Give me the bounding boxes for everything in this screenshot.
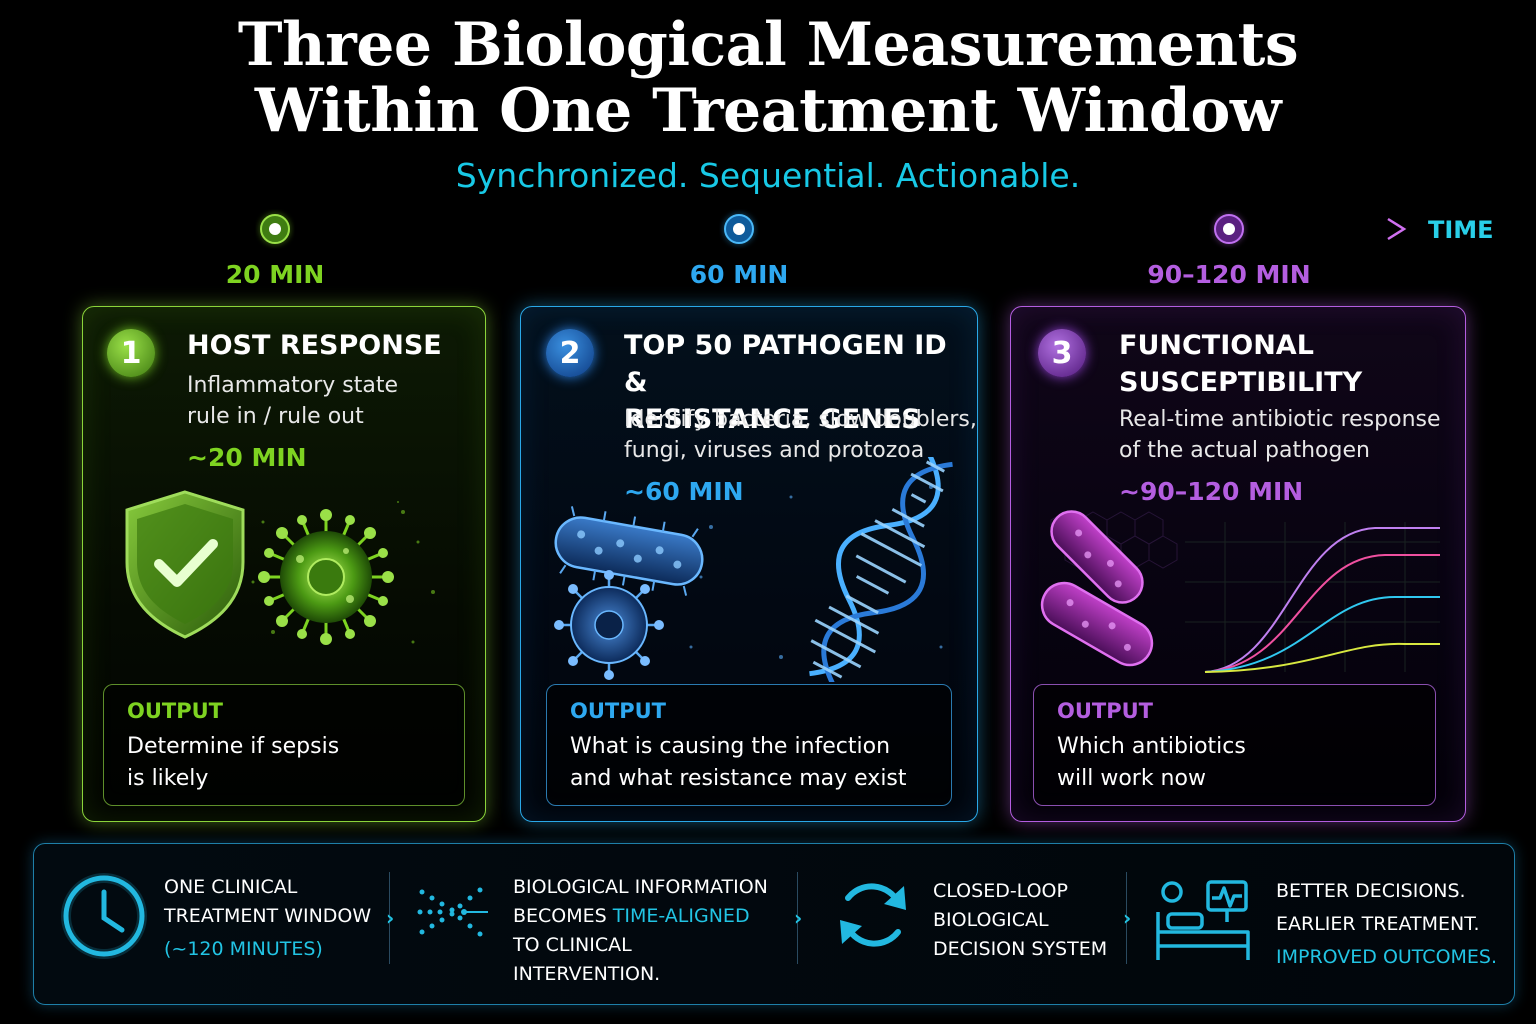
card-description-line: Inflammatory state: [187, 373, 398, 398]
summary-line: CLOSED-LOOP: [933, 880, 1068, 902]
card-title-line: RESISTANCE GENES: [624, 404, 921, 435]
page-title: Three Biological Measurements Within One…: [0, 12, 1536, 144]
output-text: Determine if sepsis is likely: [127, 731, 339, 795]
title-line-1: Three Biological Measurements: [237, 10, 1299, 80]
output-text: What is causing the infection and what r…: [570, 731, 907, 795]
time-axis-label: TIME: [1428, 216, 1494, 244]
summary-line: TO CLINICAL: [513, 934, 632, 956]
chevron-right-icon: ›: [794, 906, 803, 930]
summary-bar: ONE CLINICAL TREATMENT WINDOW (~120 MINU…: [33, 843, 1515, 1005]
card-description: Inflammatory state rule in / rule out: [187, 370, 398, 432]
output-text-line: Which antibiotics: [1057, 734, 1246, 759]
timeline-node-2: [723, 213, 755, 245]
card-title: FUNCTIONAL SUSCEPTIBILITY: [1119, 327, 1362, 401]
output-label: OUTPUT: [1057, 699, 1153, 723]
summary-outcomes: BETTER DECISIONS. EARLIER TREATMENT. IMP…: [1276, 877, 1497, 972]
output-label: OUTPUT: [127, 699, 223, 723]
divider: [797, 872, 798, 964]
host-response-illustration: [125, 490, 435, 645]
summary-line: EARLIER TREATMENT.: [1276, 913, 1480, 935]
summary-line: BIOLOGICAL INFORMATION: [513, 876, 768, 898]
card-description-line: of the actual pathogen: [1119, 438, 1370, 463]
virus-icon: [258, 509, 394, 645]
particles-decoration: [251, 501, 435, 644]
timeline-arrowhead: [1387, 217, 1407, 241]
card-time: ~20 MIN: [187, 443, 307, 472]
card-host-response: 1 HOST RESPONSE Inflammatory state rule …: [82, 306, 486, 822]
bacteria-icon: [1040, 581, 1154, 667]
clock-icon: [61, 873, 147, 959]
divider: [389, 872, 390, 964]
summary-text: BECOMES: [513, 905, 613, 927]
output-text: Which antibiotics will work now: [1057, 731, 1246, 795]
timeline-label-2: 60 MIN: [689, 260, 789, 289]
bacteria-icon: [554, 506, 704, 596]
summary-line: INTERVENTION.: [513, 963, 661, 985]
patient-monitor-icon: [1156, 880, 1250, 960]
timeline-axis: [68, 213, 1407, 245]
bacteria-icon: [1050, 510, 1144, 604]
output-text-line: is likely: [127, 766, 209, 791]
summary-highlight: IMPROVED OUTCOMES.: [1276, 946, 1498, 968]
summary-line: BECOMES TIME-ALIGNED: [513, 902, 768, 931]
card-description-line: rule in / rule out: [187, 404, 364, 429]
output-text-line: will work now: [1057, 766, 1206, 791]
summary-time-aligned: BIOLOGICAL INFORMATION BECOMES TIME-ALIG…: [513, 873, 768, 989]
dna-icon: [809, 457, 953, 682]
pathogen-illustration: [554, 457, 953, 682]
card-time: ~60 MIN: [624, 477, 744, 506]
summary-line: BIOLOGICAL: [933, 909, 1049, 931]
output-text-line: Determine if sepsis: [127, 734, 340, 759]
summary-treatment-window: ONE CLINICAL TREATMENT WINDOW (~120 MINU…: [164, 873, 371, 964]
output-text-line: What is causing the infection: [570, 734, 891, 759]
card-title: TOP 50 PATHOGEN ID & RESISTANCE GENES: [624, 327, 977, 438]
virus-icon: [554, 570, 664, 680]
card-functional-susceptibility: 3 FUNCTIONAL SUSCEPTIBILITY Real-time an…: [1010, 306, 1466, 822]
subtitle: Synchronized. Sequential. Actionable.: [455, 156, 1081, 195]
output-box: OUTPUT What is causing the infection and…: [546, 684, 952, 806]
card-time: ~90–120 MIN: [1119, 477, 1304, 506]
card-number-badge: 1: [107, 329, 155, 377]
card-description-line: fungi, viruses and protozoa: [624, 438, 925, 463]
divider: [1126, 872, 1127, 964]
card-title-line: SUSCEPTIBILITY: [1119, 367, 1363, 398]
chevron-right-icon: ›: [386, 906, 395, 930]
output-box: OUTPUT Which antibiotics will work now: [1033, 684, 1436, 806]
card-number-badge: 3: [1038, 329, 1086, 377]
summary-line: ONE CLINICAL: [164, 876, 298, 898]
summary-highlight: TIME-ALIGNED: [612, 905, 750, 927]
title-line-2: Within One Treatment Window: [254, 76, 1282, 146]
susceptibility-illustration: [1040, 510, 1440, 673]
timeline-node-3: [1213, 213, 1245, 245]
growth-curves-icon: [1204, 527, 1440, 673]
timeline-node-1: [259, 213, 291, 245]
particles-decoration: [689, 485, 943, 659]
card-description: Real-time antibiotic response of the act…: [1119, 404, 1441, 466]
card-title-line: FUNCTIONAL: [1119, 330, 1314, 361]
summary-line: DECISION SYSTEM: [933, 938, 1108, 960]
output-text-line: and what resistance may exist: [570, 766, 907, 791]
cycle-icon: [840, 883, 906, 947]
card-description-line: Real-time antibiotic response: [1119, 407, 1441, 432]
output-label: OUTPUT: [570, 699, 666, 723]
card-description: Identify bacteria, slow doublers, fungi,…: [624, 404, 977, 466]
summary-highlight: (~120 MINUTES): [164, 938, 323, 960]
converge-icon: [417, 887, 488, 937]
shield-check-icon: [125, 490, 245, 639]
summary-line: TREATMENT WINDOW: [164, 905, 372, 927]
card-title: HOST RESPONSE: [187, 330, 442, 361]
summary-line: BETTER DECISIONS.: [1276, 880, 1466, 902]
card-description-line: Identify bacteria, slow doublers,: [624, 407, 977, 432]
timeline-label-3: 90–120 MIN: [1147, 260, 1311, 289]
card-title-line: TOP 50 PATHOGEN ID &: [624, 330, 947, 398]
card-pathogen-id: 2 TOP 50 PATHOGEN ID & RESISTANCE GENES …: [520, 306, 978, 822]
chart-grid-decoration: [1185, 522, 1440, 672]
summary-closed-loop: CLOSED-LOOP BIOLOGICAL DECISION SYSTEM: [933, 877, 1107, 964]
card-number-badge: 2: [546, 329, 594, 377]
timeline-label-1: 20 MIN: [225, 260, 325, 289]
chevron-right-icon: ›: [1123, 906, 1132, 930]
output-box: OUTPUT Determine if sepsis is likely: [103, 684, 465, 806]
